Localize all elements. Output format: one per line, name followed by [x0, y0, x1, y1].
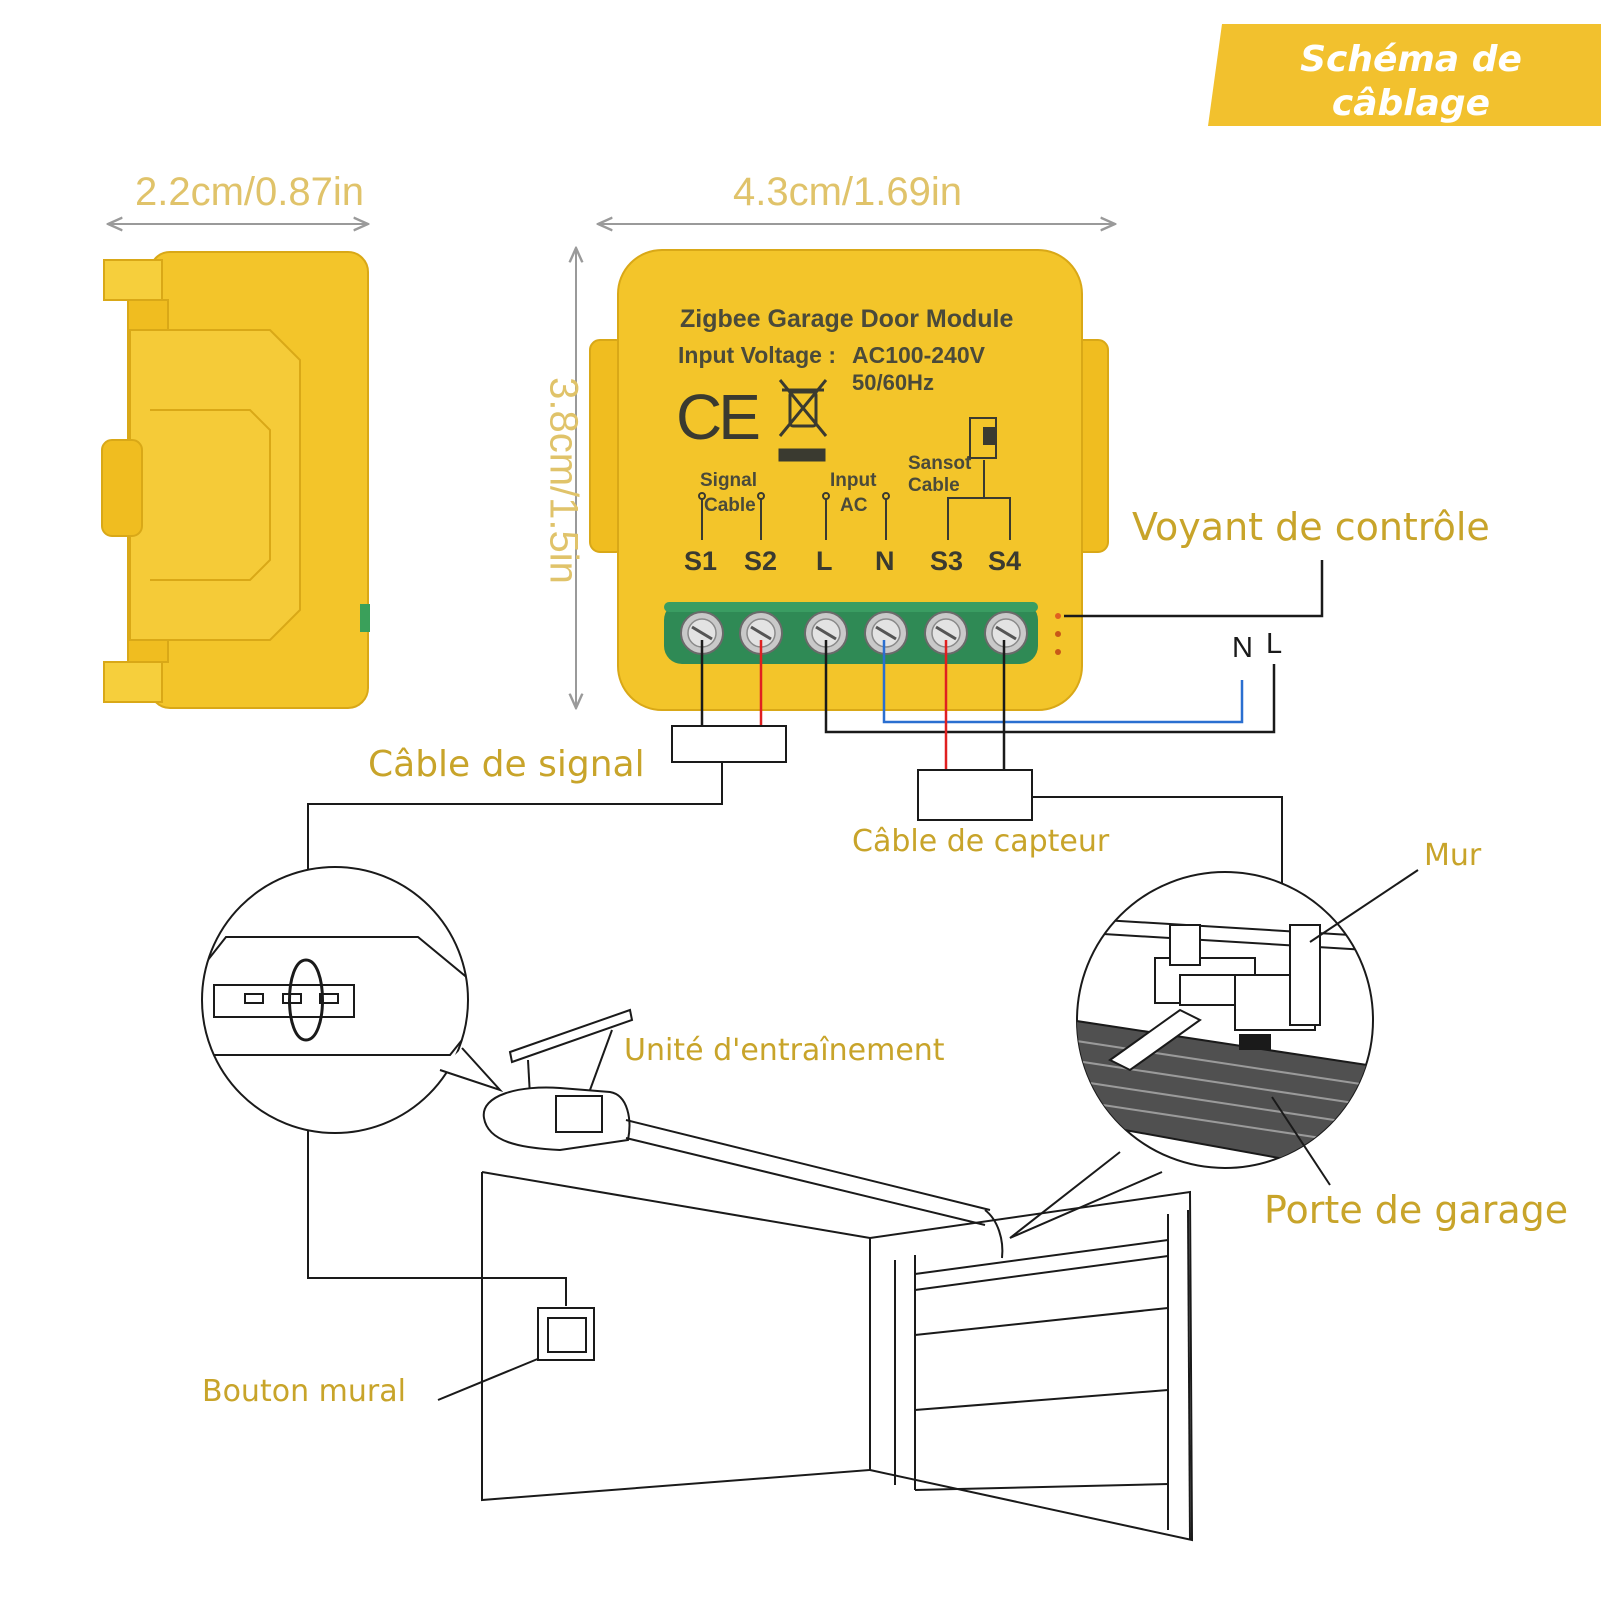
mains-l-label: L — [1266, 628, 1283, 660]
signal-cable-label: Câble de signal — [368, 744, 645, 785]
module-voltage-label: Input Voltage : — [678, 342, 837, 368]
ce-mark: CE — [676, 381, 761, 453]
banner-title: Schéma de câblage — [1252, 38, 1570, 126]
terminal-label-s2: S2 — [744, 546, 778, 576]
wiring — [700, 560, 1324, 770]
screw-terminal-n — [864, 611, 908, 655]
module-voltage-value: AC100-240V — [852, 342, 985, 368]
mains-n-label: N — [1232, 632, 1253, 664]
indicator-led — [1055, 613, 1061, 619]
group-sensor-label-1: Sansot — [908, 453, 972, 474]
indicator-label: Voyant de contrôle — [1132, 505, 1490, 549]
module-front-view — [589, 249, 1109, 711]
group-input-label-1: Input — [830, 470, 877, 491]
module-title: Zigbee Garage Door Module — [680, 305, 1014, 333]
screw-terminal-s2 — [739, 611, 783, 655]
group-signal-label-1: Signal — [700, 470, 758, 491]
group-input-label-2: AC — [840, 495, 868, 516]
module-frequency: 50/60Hz — [852, 370, 934, 395]
sensor-cable-label: Câble de capteur — [852, 824, 1110, 859]
terminal-label-l: L — [816, 546, 833, 576]
wall-button-label: Bouton mural — [202, 1374, 406, 1409]
terminal-label-s4: S4 — [988, 546, 1022, 576]
title-banner — [1208, 24, 1601, 126]
group-sensor-label-2: Cable — [908, 475, 960, 496]
drive-unit-label: Unité d'entraînement — [624, 1033, 945, 1068]
screw-terminals — [680, 611, 1028, 655]
drive-unit-zoom — [201, 866, 504, 1134]
banner-line-2: câblage — [1331, 83, 1491, 124]
group-signal-label-2: Cable — [704, 495, 756, 516]
screw-terminal-s3 — [924, 611, 968, 655]
width-dimension-label: 4.3cm/1.69in — [733, 170, 963, 214]
sensor-zoom — [1009, 871, 1374, 1239]
garage-door-label: Porte de garage — [1264, 1188, 1569, 1232]
weee-bin-icon — [778, 379, 828, 462]
screw-terminal-s4 — [984, 611, 1028, 655]
height-dimension-label: 3.8cm/1.5in — [541, 377, 586, 584]
depth-dimension-label: 2.2cm/0.87in — [135, 170, 365, 214]
terminal-label-s1: S1 — [684, 546, 718, 576]
module-side-view — [101, 251, 370, 709]
wall-label: Mur — [1424, 838, 1482, 873]
signal-connector-box — [671, 725, 787, 763]
garage-scene — [481, 1008, 1194, 1542]
terminal-label-s3: S3 — [930, 546, 964, 576]
terminal-label-n: N — [875, 546, 895, 576]
banner-line-1: Schéma de — [1300, 39, 1522, 80]
sensor-connector-box — [917, 769, 1033, 821]
